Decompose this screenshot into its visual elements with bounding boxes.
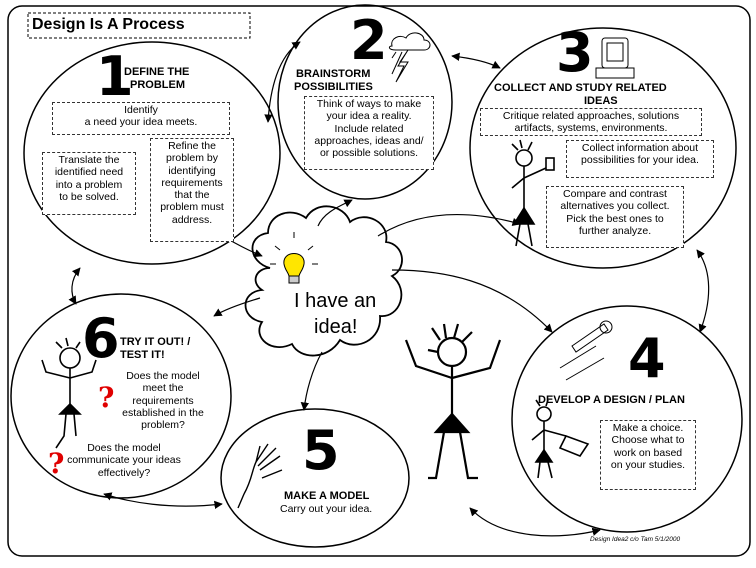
- idea-cloud: [244, 205, 403, 357]
- step6-heading-line2: TEST IT!: [120, 349, 165, 361]
- step1-box-c-line3: identifying: [168, 164, 216, 177]
- computer-icon: [595, 37, 635, 79]
- question-mark-icon-2: ?: [48, 447, 65, 480]
- step2-heading-line2: POSSIBILITIES: [294, 81, 373, 93]
- step6-text-b: Does the model communicate your ideas ef…: [62, 442, 186, 479]
- step6-text-a-line1: Does the model: [126, 370, 200, 382]
- step3-box-critique: Critique related approaches, solutions a…: [480, 108, 702, 136]
- step2-box-think: Think of ways to make your idea a realit…: [304, 96, 434, 170]
- lightbulb-icon: [270, 232, 318, 284]
- step1-box-c-line7: address.: [171, 213, 213, 226]
- step3-box-c-line3: Pick the best ones to: [566, 212, 664, 225]
- step3-box-c-line4: further analyze.: [578, 224, 652, 237]
- step6-text-a-line2: meet the: [142, 382, 184, 395]
- step3-box-c-line1: Compare and contrast: [563, 188, 667, 200]
- step5-number: 5: [302, 419, 340, 482]
- step6-text-a-line3: requirements: [132, 394, 194, 407]
- step6-text-b-line1: Does the model: [87, 442, 161, 454]
- step3-box-b-line1: Collect information about: [581, 142, 699, 154]
- step6-text-b-line3: effectively?: [97, 466, 151, 479]
- step3-box-b-line2: possibilities for your idea.: [581, 154, 699, 167]
- step4-circle: [511, 305, 743, 533]
- step4-box-a-line4: on your studies.: [610, 458, 686, 471]
- step1-box-c-line1: Refine the: [168, 140, 216, 152]
- step4-heading: DEVELOP A DESIGN / PLAN: [538, 394, 685, 406]
- step6-heading-line1: TRY IT OUT! /: [120, 336, 191, 348]
- step2-box-a-line4: approaches, ideas and/: [314, 134, 424, 147]
- stick-figure-step3: [511, 139, 555, 247]
- step2-box-a-line2: your idea a reality.: [326, 110, 412, 123]
- step1-box-c-line2: problem by: [166, 152, 218, 165]
- step1-box-c-line4: requirements: [161, 176, 223, 189]
- step3-box-a-line1: Critique related approaches, solutions: [502, 110, 680, 122]
- step5-heading: MAKE A MODEL: [284, 490, 370, 502]
- step3-box-a-line2: artifacts, systems, environments.: [514, 122, 668, 135]
- step2-number: 2: [350, 9, 388, 72]
- title-frame: [27, 12, 251, 39]
- step1-box-c-line5: that the: [174, 189, 210, 202]
- step4-box-a-line3: work on based: [613, 446, 683, 459]
- step1-box-b-line1: Translate the: [58, 154, 120, 166]
- step2-box-a-line1: Think of ways to make: [316, 98, 422, 110]
- step1-box-b-line4: to be solved.: [59, 190, 119, 203]
- step6-text-b-line2: communicate your ideas: [67, 454, 181, 467]
- question-mark-icon: ?: [98, 381, 115, 414]
- step2-heading-line1: BRAINSTORM: [296, 68, 371, 80]
- step1-box-translate: Translate the identified need into a pro…: [42, 152, 136, 215]
- stick-figure-step6: [41, 337, 97, 449]
- step1-number: 1: [96, 45, 134, 108]
- step3-number: 3: [556, 21, 594, 84]
- step6-text-a-line5: problem?: [141, 419, 185, 432]
- step1-box-identify: Identify a need your idea meets.: [52, 102, 230, 135]
- step5-text: Carry out your idea.: [280, 503, 373, 515]
- step4-box-a-line1: Make a choice.: [612, 422, 684, 434]
- step1-heading-line1: DEFINE THE: [124, 66, 190, 78]
- page-title: Design Is A Process: [32, 16, 185, 33]
- step1-box-b-line3: into a problem: [55, 178, 123, 191]
- step3-heading-line2: IDEAS: [584, 95, 618, 107]
- step2-box-a-line3: Include related: [334, 122, 404, 135]
- brainstorm-cloud-icon: [388, 32, 431, 83]
- flow-arrows: [68, 41, 710, 537]
- step6-number: 6: [82, 307, 120, 370]
- step1-box-c-line6: problem must: [160, 201, 224, 214]
- drawing-tools-icon: [559, 320, 613, 381]
- step3-box-compare: Compare and contrast alternatives you co…: [546, 186, 684, 248]
- step1-box-a-line2: a need your idea meets.: [84, 116, 198, 129]
- step1-heading-line2: PROBLEM: [130, 79, 185, 91]
- step5-circle: [220, 408, 410, 548]
- step2-box-a-line5: or possible solutions.: [319, 147, 419, 160]
- step1-box-a-line1: Identify: [124, 104, 158, 116]
- step3-heading-line1: COLLECT AND STUDY RELATED: [494, 82, 667, 94]
- step1-box-b-line2: identified need: [54, 166, 124, 179]
- step3-circle: [469, 27, 737, 269]
- step6-text-a-line4: established in the: [122, 406, 204, 419]
- step4-number: 4: [628, 327, 666, 390]
- stick-figure-step4: [531, 399, 590, 479]
- step3-box-collect: Collect information about possibilities …: [566, 140, 714, 178]
- hand-icon: [237, 443, 283, 509]
- step4-box-a-line2: Choose what to: [611, 434, 685, 447]
- center-text-line2: idea!: [314, 316, 358, 338]
- step6-text-a: Does the model meet the requirements est…: [110, 370, 216, 431]
- stick-figure-center: [404, 323, 502, 480]
- center-text-line1: I have an: [294, 290, 377, 312]
- step3-box-c-line2: alternatives you collect.: [560, 200, 670, 213]
- step1-circle: [23, 41, 281, 265]
- step1-box-refine: Refine the problem by identifying requir…: [150, 138, 234, 242]
- step4-box-choice: Make a choice. Choose what to work on ba…: [600, 420, 696, 490]
- credit-text: Design Idea2 c/o Tam 5/1/2000: [590, 536, 681, 543]
